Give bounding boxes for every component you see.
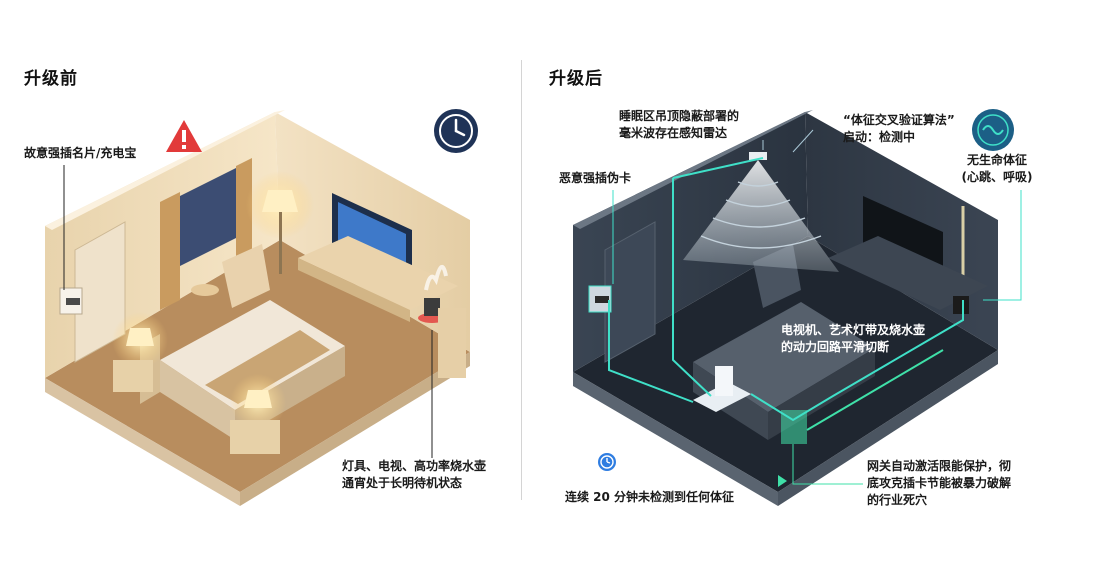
side-table [191,284,219,296]
bedside-lamp-right [244,390,272,408]
after-heading: 升级后 [549,69,603,89]
circuit-callout: 电视机、艺术灯带及烧水壶 的动力回路平滑切断 [781,322,925,356]
gateway-base [693,382,751,412]
gateway-callout-line [792,444,863,485]
vitals-callout-line-2: (心跳、呼吸) [961,170,1033,184]
inserted-card [66,298,80,305]
algorithm-callout-line-1: “体征交叉验证算法” [843,113,955,127]
desk-top [298,236,458,310]
before-room-illustration [45,110,470,506]
after-panel: 升级后 [523,0,1108,579]
clock-icon [434,109,478,153]
algorithm-callout: “体征交叉验证算法” 启动：检测中 [843,112,955,146]
circuit-line-card [608,300,694,403]
armchair [222,244,270,308]
gateway-callout: 网关自动激活限能保护，彻 底攻克插卡节能被暴力破解 的行业死穴 [867,458,1011,509]
bed-mattress [160,300,345,410]
bed-side [160,360,235,440]
floor-lamp-shade [262,190,298,212]
devices-callout: 灯具、电视、高功率烧水壶 通宵处于长明待机状态 [342,458,486,492]
circuit-line-left [672,178,712,397]
room-wall-top-edge [45,110,285,230]
algorithm-callout-line [792,129,814,153]
radar-callout: 睡眠区吊顶隐蔽部署的 毫米波存在感知雷达 [619,108,739,142]
room-base-right [240,352,470,506]
devices-callout-line-1: 灯具、电视、高功率烧水壶 [342,459,487,473]
devices-callout-line-2: 通宵处于长明待机状态 [342,476,463,490]
gateway-unit [715,366,733,396]
desk-front [298,258,410,322]
nightstand-right [438,308,466,378]
dark-desk [828,236,988,310]
circuit-callout-line-1: 电视机、艺术灯带及烧水壶 [781,323,926,337]
kettle [424,298,440,316]
timeline-arrow [778,475,787,487]
dark-bed-mattress [693,302,875,412]
circuit-line-top [672,157,764,179]
dark-room-door [604,221,656,363]
curtain-left [160,192,180,310]
dark-room-base-right [778,350,998,506]
gateway-callout-line-3: 的行业死穴 [867,493,928,507]
bedside-lamp-left [126,328,154,346]
vitals-callout-line [983,190,1022,301]
after-room-illustration [563,110,1022,506]
timeline-clock-icon [598,453,616,471]
algorithm-callout-line-2: 启动：检测中 [843,130,916,144]
circuit-callout-line-2: 的动力回路平滑切断 [781,340,890,354]
vitals-callout-line-1: 无生命体征 [966,153,1027,167]
dark-room-base-left [573,372,778,506]
dark-room-wall-top-edge [573,110,813,229]
vitals-callout: 无生命体征 (心跳、呼吸) [951,152,1043,186]
before-heading: 升级前 [24,69,78,89]
fake-card-callout: 恶意强插伪卡 [559,171,632,185]
circuit-line-right [750,300,964,422]
room-base-left [45,378,240,506]
room-window [180,168,236,266]
warning-icon [166,120,202,152]
radar-callout-line-1: 睡眠区吊顶隐蔽部署的 [619,109,740,123]
gateway-callout-line-2: 底攻克插卡节能被暴力破解 [867,476,1012,490]
card-callout: 故意强插名片/充电宝 [24,146,137,160]
radar-wave-icon [972,109,1014,151]
kettle-steam [424,265,448,291]
floor-lamp-pole [279,212,282,274]
before-panel: 升级前 [0,0,522,579]
circuit-line-power [806,349,944,431]
dark-kettle [953,296,969,314]
radar-sensor [749,152,767,160]
radar-callout-line-2: 毫米波存在感知雷达 [619,126,728,140]
curtain-right [236,158,252,270]
panel-divider [521,60,522,500]
fake-card [595,296,609,303]
nightstand-front [230,420,280,454]
timeline-callout: 连续 20 分钟未检测到任何体征 [565,490,735,504]
gateway-callout-line-1: 网关自动激活限能保护，彻 [867,459,1012,473]
radar-beam-cone [683,160,839,272]
nightstand-left [113,360,153,392]
